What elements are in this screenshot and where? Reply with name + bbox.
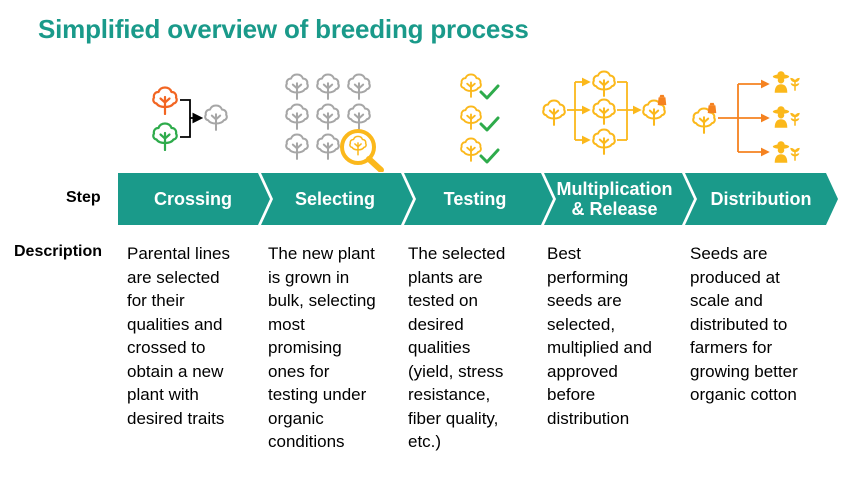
description-line: ones for	[268, 361, 330, 381]
description-line: are selected	[127, 267, 220, 287]
description-line: qualities	[408, 338, 471, 357]
description-line: crossed to	[127, 338, 206, 357]
description-line: produced at	[690, 267, 780, 287]
description-line: qualities and	[127, 314, 223, 334]
description-line: most	[268, 314, 305, 334]
step-name-distribution: Distribution	[710, 189, 812, 209]
description-line: organic	[268, 408, 324, 428]
description-line: farmers for	[690, 338, 773, 357]
description-multiplication-release: Best performing seeds are selected, mult…	[547, 242, 687, 430]
chevron-testing	[404, 173, 553, 225]
description-line: performing	[547, 267, 629, 287]
crossing-plants-icon	[152, 86, 228, 151]
description-line: tested on	[408, 291, 478, 310]
description-line: Seeds are	[690, 244, 768, 263]
description-line: resistance,	[408, 385, 491, 404]
step-name-line: & Release	[571, 199, 658, 219]
description-line: plants are	[408, 267, 483, 287]
description-testing: The selected plants are tested on desire…	[408, 242, 548, 454]
description-distribution: Seeds are produced at scale and distribu…	[690, 242, 830, 407]
step-row-label: Step	[66, 189, 101, 206]
description-line: for their	[127, 291, 185, 310]
description-line: before	[547, 385, 596, 404]
chevron-distribution	[685, 173, 838, 225]
description-row-label: Description	[14, 243, 103, 260]
page-title: Simplified overview of breeding process	[38, 14, 529, 44]
checkmark-plants-icon	[460, 73, 500, 164]
description-line: fiber quality,	[408, 408, 499, 428]
description-selecting: The new plant is grown in bulk, selectin…	[268, 242, 408, 454]
description-line: Best	[547, 244, 582, 263]
description-line: etc.)	[408, 432, 442, 451]
description-line: organic cotton	[690, 385, 797, 404]
chevron-selecting	[261, 173, 413, 225]
description-line: distribution	[547, 408, 630, 428]
multiplication-tree-icon	[542, 70, 667, 155]
description-line: promising	[268, 338, 342, 357]
step-name-crossing: Crossing	[153, 189, 232, 209]
description-line: The new plant	[268, 244, 375, 263]
description-line: desired traits	[127, 408, 225, 428]
description-line: The selected	[408, 244, 506, 263]
description-line: distributed to	[690, 314, 788, 334]
description-line: testing under	[268, 385, 367, 404]
step-name-selecting: Selecting	[294, 189, 376, 209]
description-line: seeds are	[547, 291, 622, 310]
description-line: multiplied and	[547, 338, 652, 357]
magnifier-selection-icon	[285, 73, 384, 172]
description-line: Parental lines	[127, 244, 231, 263]
process-chevron-band	[118, 173, 838, 225]
description-line: desired	[408, 314, 464, 334]
description-line: approved	[547, 361, 618, 381]
step-name-line: Multiplication	[556, 179, 673, 199]
description-line: growing better	[690, 361, 798, 381]
description-line: is grown in	[268, 267, 350, 287]
step-name-multiplication-release: Multiplication & Release	[541, 173, 688, 225]
step-icons-row	[152, 70, 801, 172]
description-line: bulk, selecting	[268, 291, 376, 310]
description-line: plant with	[127, 385, 199, 404]
description-line: scale and	[690, 291, 763, 310]
distribution-farmers-icon	[692, 71, 801, 163]
description-crossing: Parental lines are selected for their qu…	[127, 242, 267, 430]
step-name-testing: Testing	[443, 189, 507, 209]
description-line: obtain a new	[127, 361, 224, 381]
description-line: (yield, stress	[408, 361, 504, 381]
chevron-crossing	[118, 173, 270, 225]
chevron-multiplication	[544, 173, 694, 225]
description-line: conditions	[268, 432, 345, 451]
description-line: selected,	[547, 314, 616, 334]
